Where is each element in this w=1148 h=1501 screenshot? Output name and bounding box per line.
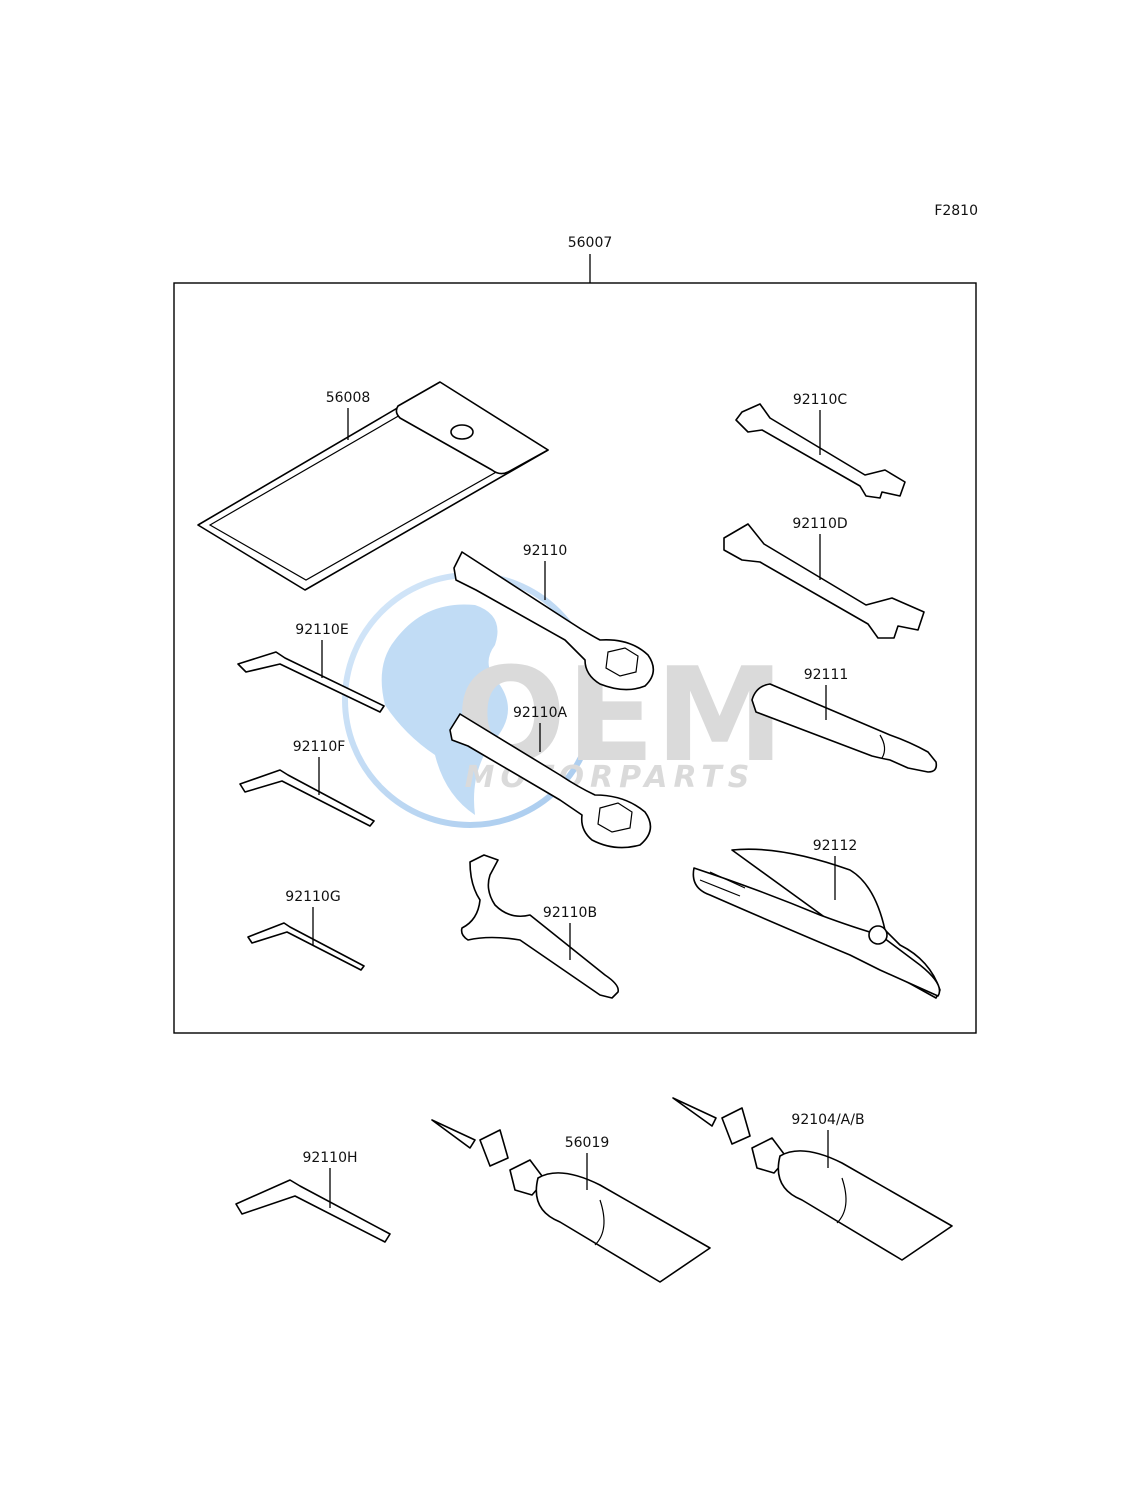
tube-92104 [672, 1097, 953, 1261]
label-92110a: 92110A [513, 705, 568, 721]
open-wrench-92110d [723, 523, 925, 639]
globe-continents [381, 604, 508, 815]
label-56019: 56019 [565, 1135, 610, 1151]
label-92110b: 92110B [543, 905, 597, 921]
hex-key-92110f [239, 769, 375, 827]
label-56007: 56007 [568, 235, 613, 251]
label-92110h: 92110H [302, 1150, 357, 1166]
box-wrench-92110 [453, 551, 655, 691]
label-92110g: 92110G [285, 889, 340, 905]
label-92111: 92111 [804, 667, 849, 683]
label-92110e: 92110E [295, 622, 348, 638]
box-wrench-92110a [449, 713, 652, 849]
label-92104: 92104/A/B [791, 1112, 864, 1128]
kit-box [173, 282, 977, 1034]
figure-code: F2810 [934, 203, 978, 219]
pliers-92112 [692, 848, 941, 999]
hex-key-92110h [235, 1179, 391, 1243]
handle-92111 [751, 683, 938, 773]
label-92110: 92110 [523, 543, 568, 559]
hook-spanner-92110b [460, 854, 620, 999]
label-92112: 92112 [813, 838, 858, 854]
hex-key-92110e [237, 651, 385, 713]
label-56008: 56008 [326, 390, 371, 406]
hex-key-92110g [247, 922, 365, 971]
tool-case [197, 381, 549, 591]
label-92110c: 92110C [793, 392, 848, 408]
label-92110f: 92110F [293, 739, 346, 755]
tube-56019 [431, 1119, 711, 1283]
label-92110d: 92110D [792, 516, 847, 532]
